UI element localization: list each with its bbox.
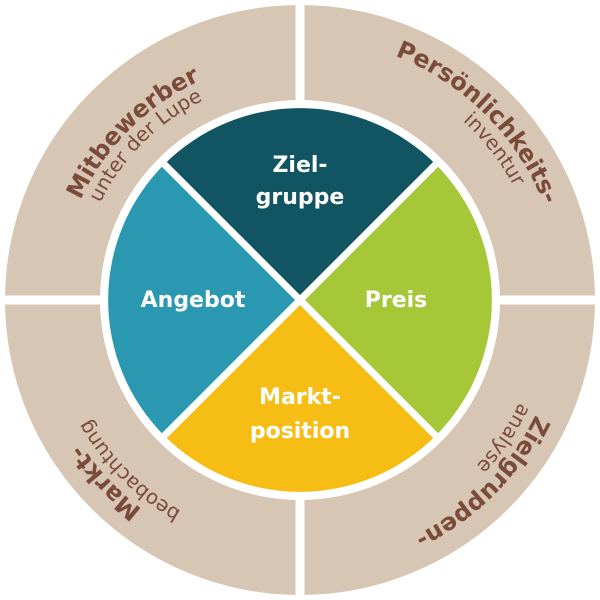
quadrant-marktposition [164,300,436,492]
marktposition-label-line2: position [250,419,350,444]
zielgruppe-label-line2: gruppe [256,185,345,210]
marktposition-label-line1: Markt- [259,385,341,410]
quadrant-preis [300,164,492,436]
quadrant-angebot [108,164,300,436]
quadrant-zielgruppe [164,108,436,300]
zielgruppe-label-line1: Ziel- [272,153,327,178]
preis-label: Preis [365,288,428,313]
angebot-label: Angebot [141,288,246,313]
quadrant-dividers [161,161,439,439]
